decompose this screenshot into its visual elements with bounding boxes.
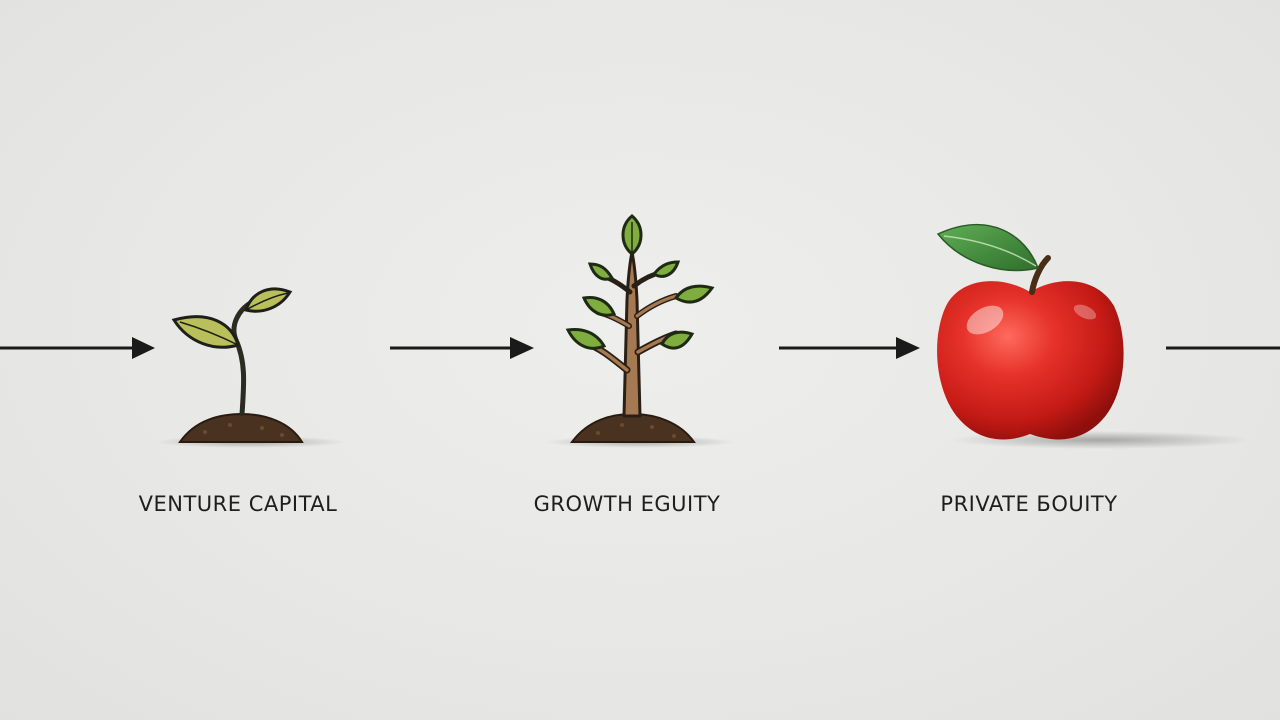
arrow-vc-to-ge: [390, 337, 534, 359]
young-tree-icon: [545, 214, 735, 448]
stage-label-growth-equity: GROWTH EGUITY: [533, 492, 721, 516]
stage-label-venture-capital: VENTURE CAPITAL: [138, 492, 338, 516]
sprout-icon: [155, 287, 345, 448]
apple-icon: [936, 223, 1250, 449]
stage-label-private-equity: PRIVATE БOUITY: [940, 492, 1118, 516]
arrow-in-left: [0, 337, 155, 359]
arrow-ge-to-pe: [779, 337, 920, 359]
